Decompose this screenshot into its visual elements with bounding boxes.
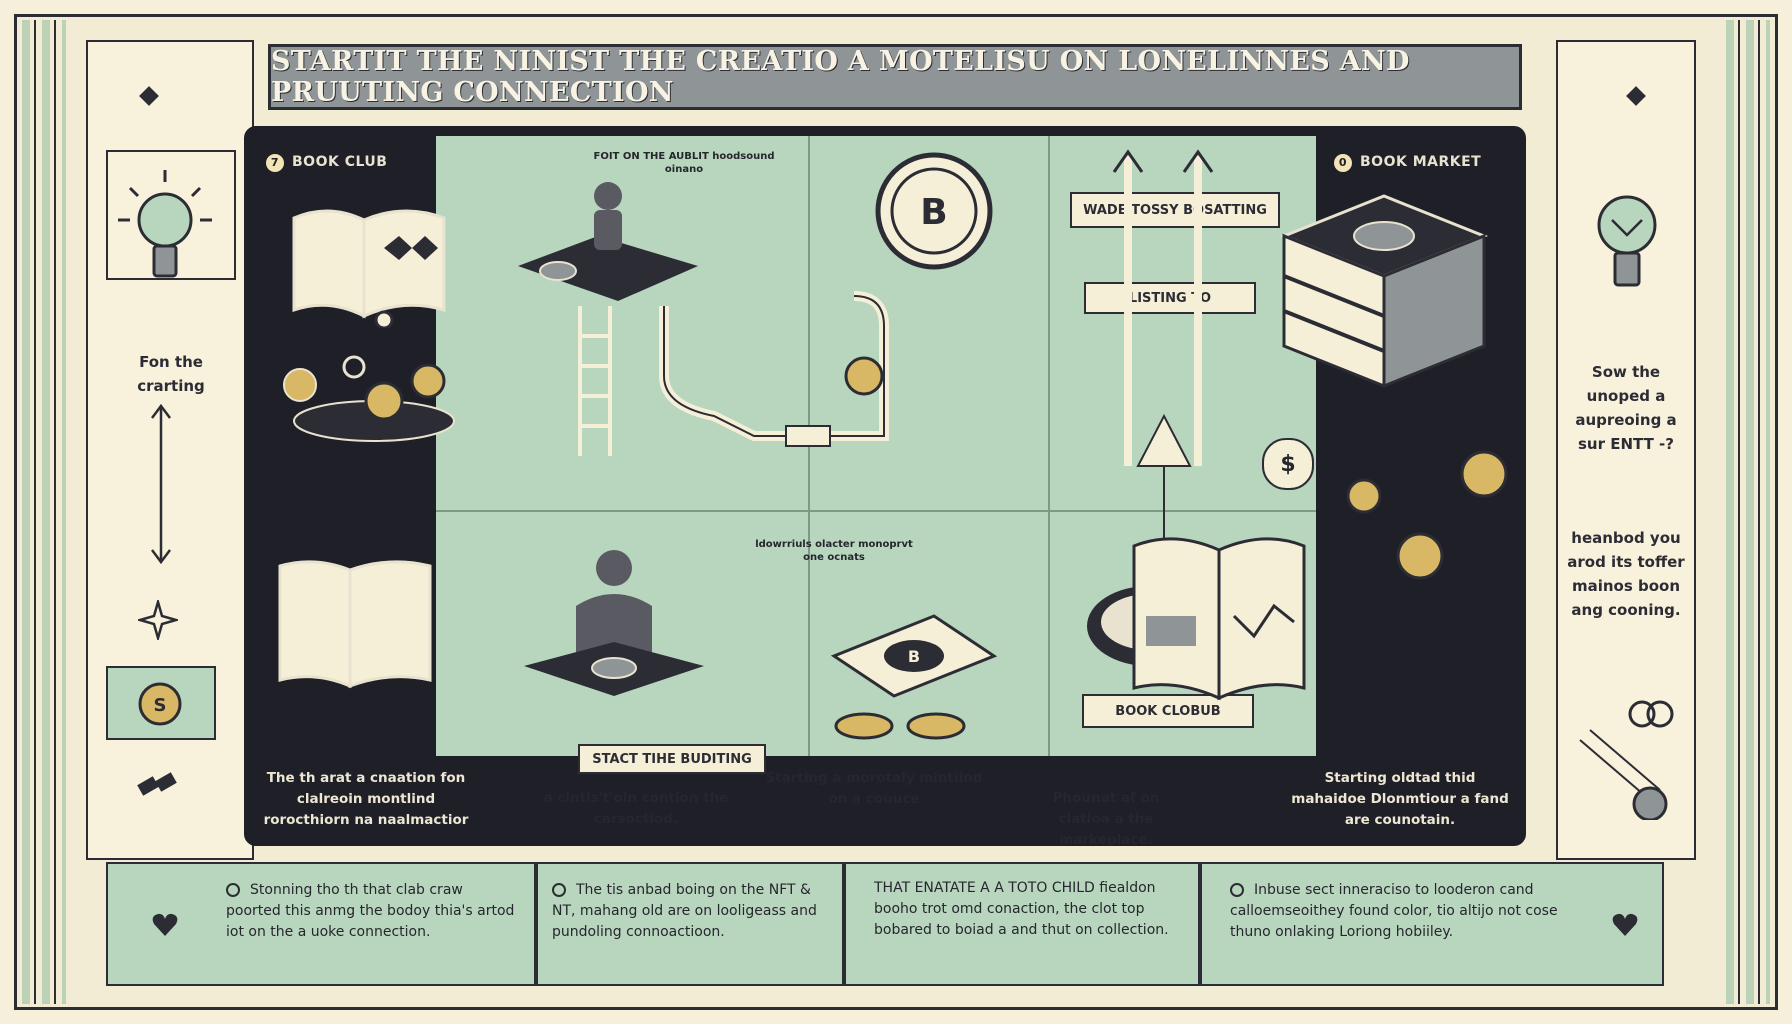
book-club-label: BOOK CLUB (292, 154, 388, 170)
open-book-chart-icon (1132, 537, 1306, 701)
bitcoin-card-icon: B (830, 614, 998, 740)
book-market-header: 0 BOOK MARKET (1334, 154, 1481, 172)
vertical-double-arrow-icon (151, 403, 171, 565)
vertical-flow-arrows (1112, 149, 1214, 566)
svg-text:B: B (920, 192, 947, 233)
grid-line (1048, 136, 1050, 756)
open-book-large-icon (278, 560, 432, 689)
bullet-icon (552, 883, 566, 897)
bottom-card-4 (1200, 862, 1664, 986)
bottom-caption-1: Stonning tho th that clab craw poorted t… (226, 880, 516, 943)
book-stack-icon (1279, 194, 1489, 389)
bottom-card-3 (844, 862, 1200, 986)
bottom-caption-4: Inbuse sect inneraciso to looderon cand … (1230, 880, 1570, 943)
title-banner: STARTIT THE NINIST THE CREATIO A MOTELIS… (268, 44, 1522, 110)
left-panel-text: Fon the crarting (137, 353, 205, 395)
open-book-icon (292, 209, 446, 328)
person-with-coin-icon (524, 550, 704, 696)
bottom-caption-2: The tis anbad boing on the NFT & NT, mah… (552, 880, 836, 943)
lightbulb-icon (118, 170, 212, 278)
book-club-number: 7 (266, 154, 284, 172)
page-title: STARTIT THE NINIST THE CREATIO A MOTELIS… (271, 46, 1410, 108)
start-label-box: STACT TIHE BUDITING (578, 744, 766, 774)
caption-2: a clntis't'oin contion the carsoctiod. (543, 790, 729, 827)
right-flying-coin-icon (1579, 700, 1674, 820)
coins-and-books-icon (283, 355, 455, 442)
bottom-caption-4-text: Inbuse sect inneraciso to looderon cand … (1230, 882, 1558, 940)
right-diamond-icon (1626, 86, 1646, 106)
right-panel-top-text: Sow the unoped a aupreoing a sur ENTT -? (1575, 363, 1677, 453)
sparkle-icon (138, 600, 178, 640)
bottom-card-2 (536, 862, 844, 986)
listing-label-box: LISTING TO (1084, 282, 1256, 314)
ladder-platform-icon (518, 182, 698, 456)
right-side-column (1556, 40, 1696, 860)
heart-icon-right (1612, 913, 1638, 936)
caption-1: The th arat a cnaation fon clalreoin mon… (263, 770, 469, 828)
right-decorative-stripe (1726, 20, 1770, 1004)
book-market-number: 0 (1334, 154, 1352, 172)
flow-arrow-path (659, 291, 889, 447)
left-coin-panel (106, 666, 216, 740)
bullet-icon (1230, 883, 1244, 897)
diamond-icon (139, 86, 159, 106)
book-market-label: BOOK MARKET (1360, 154, 1482, 170)
coin-icon: S (138, 682, 182, 726)
heart-icon (152, 913, 178, 936)
right-coins-icon (1346, 450, 1508, 580)
book-club-header: 7 BOOK CLUB (266, 154, 387, 172)
bars-icon (137, 772, 177, 796)
bottom-caption-2-text: The tis anbad boing on the NFT & NT, mah… (552, 882, 817, 940)
dollar-speech-bubble: $ (1262, 438, 1314, 490)
svg-text:S: S (154, 695, 167, 716)
caption-3: Starting a morotaly mintiind on a couuce (765, 770, 983, 807)
left-decorative-stripe (22, 20, 66, 1004)
bullet-icon (226, 883, 240, 897)
bottom-caption-3-text: THAT ENATATE A A TOTO CHILD fiealdon boo… (874, 880, 1169, 938)
caption-4: Phounat af on clatioa a the markeplace. (1052, 790, 1160, 846)
bitcoin-coin-icon: B (875, 152, 993, 270)
bottom-card-1 (106, 862, 536, 986)
bottom-caption-3: THAT ENATATE A A TOTO CHILD fiealdon boo… (874, 878, 1184, 941)
right-lightbulb-icon (1597, 195, 1657, 287)
main-diagram-panel: 7 BOOK CLUB 0 BOOK MARKET FOIT ON THE AUBL… (244, 126, 1526, 846)
grid-line (436, 510, 1316, 512)
bottom-caption-1-text: Stonning tho th that clab craw poorted t… (226, 882, 515, 940)
small-top-text: FOIT ON THE AUBLIT hoodsound oinano (593, 151, 775, 175)
wade-label-box: WADE TOSSY BOSATTING (1070, 192, 1280, 228)
svg-text:B: B (908, 647, 920, 666)
small-mid-text: ldowrriuls olacter monoprvt one ocnats (755, 539, 913, 563)
caption-5: Starting oldtad thid mahaidoe Dlonmtiour… (1291, 770, 1509, 828)
book-club-label-box: BOOK CLOBUB (1082, 694, 1254, 728)
right-panel-bottom-text: heanbod you arod its toffer mainos boon … (1567, 529, 1685, 619)
